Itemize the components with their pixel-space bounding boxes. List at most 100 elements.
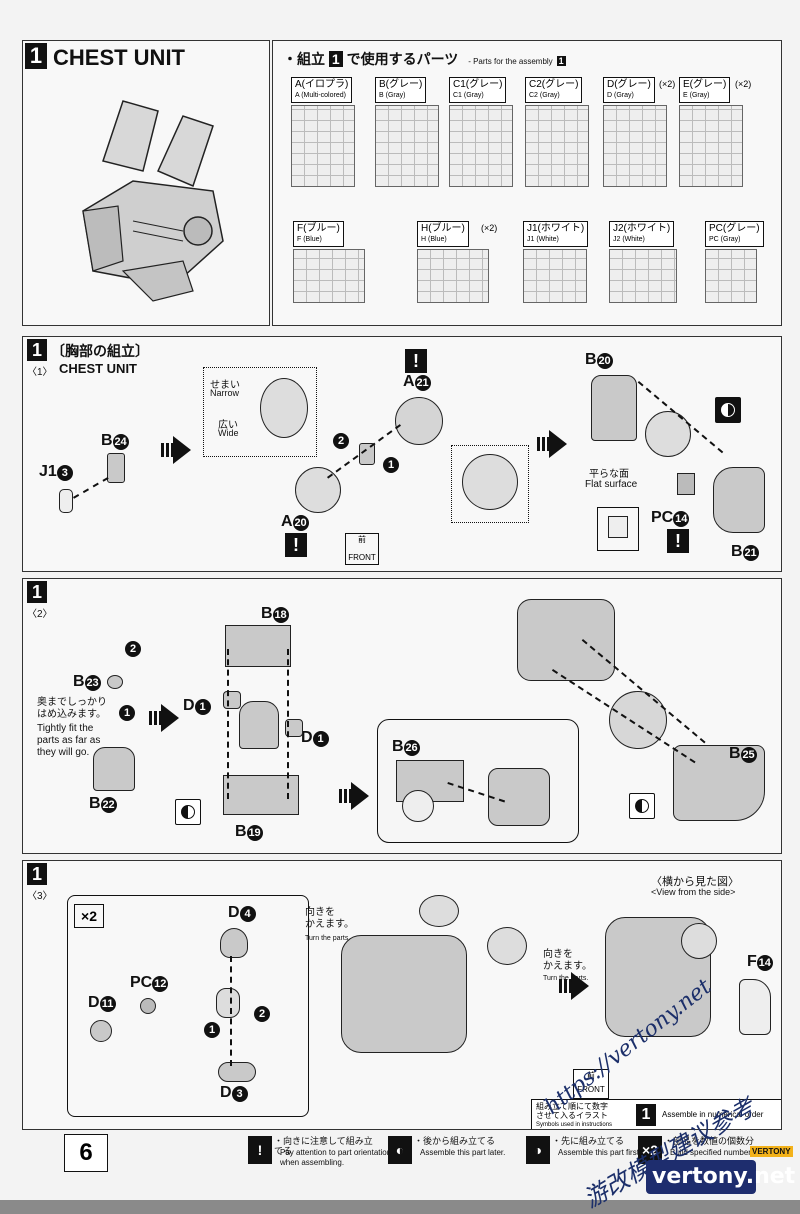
assemble-later-icon-2 [175,799,201,825]
chest-unit-illustration [82,100,224,302]
runner-b-gray: B(グレー)B (Gray) [375,77,447,187]
flow-arrow-icon-2 [549,430,567,458]
step-1-2-sub: 〈2〉 [27,609,53,620]
step-1-2-number: 1 [27,581,47,603]
runner-label-jp: H(ブルー) [421,223,465,234]
part-b19-shape [223,775,299,815]
order-num-badge: 1 [636,1104,656,1126]
part-d3-shape [218,1062,256,1082]
runner-label-en: F (Blue) [297,236,322,243]
order-jp: 組み立て順にて数字 させて入るイラスト [536,1102,608,1120]
parts-title-jp: ・組立 [283,51,325,67]
legend-text-jp: ・後から組み立てる [414,1136,496,1146]
part-d1-right-shape [285,719,303,737]
sub-assembly-body [488,768,550,826]
arrow-num-2: 2 [333,433,349,449]
step-1-1-jp-title: 〔胸部の組立〕 [51,343,149,359]
pc14-detail-box [597,507,639,551]
runner-label-en: D (Gray) [607,92,634,99]
runner-label-jp: PC(グレー) [709,223,760,234]
legend-text-jp: ・先に組み立てる [552,1136,625,1146]
order-en: Symbols used in instructions [536,1122,613,1128]
fit-text-jp: 奥までしっかり はめ込みます。 [37,697,107,720]
legend-icon: ◑ [526,1136,550,1164]
main-torso-assembly [341,935,467,1053]
runner-sprue-image [525,105,589,187]
runner-label: PC(グレー)PC (Gray) [705,221,764,247]
dashed-d4-d3 [230,956,232,1066]
part-b18-shape [225,625,291,667]
runner-label: A(イロプラ)A (Multi-colored) [291,77,353,103]
runner-f-blue: F(ブルー)F (Blue) [293,221,373,325]
fit-text-en: Tightly fit the parts as far as they wil… [37,723,101,758]
turn-text-en-2: Turn the parts. [543,975,589,982]
sphere-half-detail [260,378,308,438]
flat-surface-jp: 平らな面 [589,469,629,480]
part-j1-shape [59,489,73,513]
flow-arrow-stem-3 [149,711,161,725]
part-a21-sphere [395,397,443,445]
assembly-arrow-dashed [73,477,109,499]
detail-callout-box: せまい Narrow 広い Wide [203,367,317,457]
multiply-badge: ×2 [74,904,104,928]
part-d4-shape [220,928,248,958]
part-f14-shape [739,979,771,1035]
runner-sprue-image [679,105,743,187]
ring-shape [402,790,434,822]
runner-c2-gray: C2(グレー)C2 (Gray) [525,77,597,187]
runner-sprue-image [293,249,365,303]
runner-j2-white: J2(ホワイト)J2 (White) [609,221,685,325]
runner-label-jp: J1(ホワイト) [527,223,585,234]
legend-text-en: Pay attention to part orientation when a… [280,1148,392,1167]
parts-list-title: ・組立 1 で使用するパーツ - Parts for the assembly … [283,49,566,69]
step-1-1-number: 1 [27,339,47,361]
narrow-en: Narrow [210,388,240,398]
wide-en: Wide [218,428,239,438]
runner-label: H(ブルー)H (Blue) [417,221,469,247]
flow-arrow-stem [161,443,173,457]
runner-label: F(ブルー)F (Blue) [293,221,344,247]
flow-arrow-stem-5 [559,979,571,993]
legend-icon: ! [248,1136,272,1164]
part-d1-left-shape [223,691,241,709]
arrow-num-1-step2: 1 [119,705,135,721]
runner-c1-gray: C1(グレー) C1 (Gray) [449,77,521,187]
assemble-later-disc-3 [635,799,649,813]
flow-arrow-stem-2 [537,437,549,451]
side-view-jp: 〈横から見た図〉 [651,876,739,888]
orientation-warning-icon-2: ! [405,349,427,373]
order-note-en: Assemble in numerical order [662,1110,764,1119]
torso-upper-shape [517,599,615,681]
front-indicator-2: 前 FRONT [573,1069,609,1099]
assemble-later-icon [715,397,741,423]
runner-label-jp: C1(グレー) [453,79,503,90]
page-number: 6 [64,1134,108,1172]
arrow-num-1: 1 [383,457,399,473]
runner-sprue-image [375,105,439,187]
parts-list-panel: ・組立 1 で使用するパーツ - Parts for the assembly … [272,40,782,326]
runner-label: J2(ホワイト)J2 (White) [609,221,675,247]
runner-qty: (×2) [659,79,676,89]
runner-sprue-image [417,249,489,303]
step-1-1-en-title: CHEST UNIT [59,361,137,376]
legend-text-en: Assemble this part later. [420,1148,506,1157]
step-1-3-sub: 〈3〉 [27,891,53,902]
runner-sprue-image [609,249,677,303]
brand-text: vertony.net [652,1164,796,1189]
runner-j1-white: J1(ホワイト)J1 (White) [523,221,595,325]
chest-unit-title: CHEST UNIT [53,45,185,70]
runner-label-en: C1 (Gray) [453,92,484,99]
runner-label-jp: D(グレー) [607,79,651,90]
runner-sprue-image [705,249,757,303]
